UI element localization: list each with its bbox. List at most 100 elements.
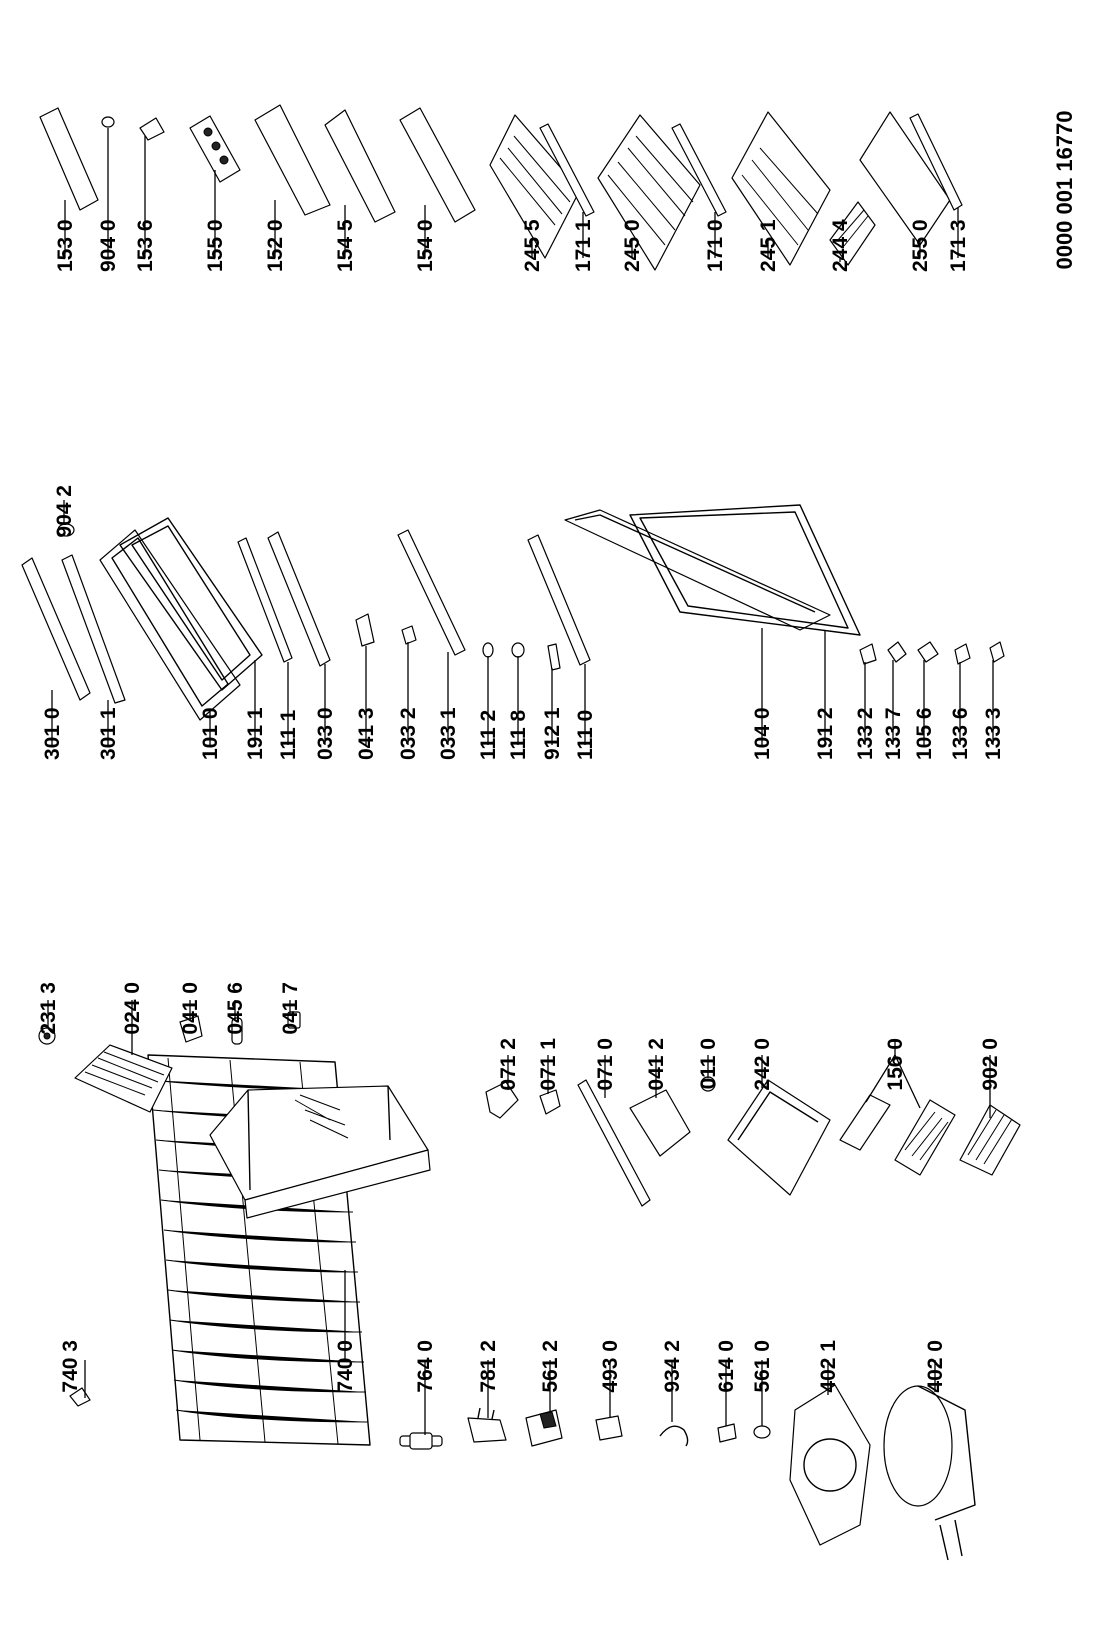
part-133-7-drawing <box>887 641 907 663</box>
part-label: 764 0 <box>414 1340 437 1393</box>
part-614-0-drawing <box>717 1423 737 1443</box>
strip-301-1-drawing <box>61 554 126 704</box>
part-133-6-drawing <box>954 643 971 665</box>
part-label: 071 2 <box>497 1038 520 1091</box>
cabinet-drawing <box>209 1085 431 1219</box>
trim-171-0-drawing <box>671 123 727 217</box>
leader-lines <box>47 128 994 1435</box>
evaporator-plate-drawing <box>74 1044 173 1113</box>
part-105-6-drawing <box>917 641 939 663</box>
door-shelf-154-0-drawing <box>399 107 476 223</box>
part-label: 171 0 <box>704 219 727 272</box>
drier-drawing <box>399 1432 443 1450</box>
part-label: 255 0 <box>909 219 932 272</box>
egg-tray-155-0-drawing <box>189 115 241 183</box>
part-label: 154 5 <box>334 219 357 272</box>
part-904-0-drawing <box>101 116 115 128</box>
part-label: 242 0 <box>751 1038 774 1091</box>
pin-045-6-drawing <box>231 1017 243 1045</box>
shelf-244-4-drawing <box>829 201 876 266</box>
hinge-041-2-drawing <box>629 1089 691 1157</box>
part-label: 152 0 <box>264 219 287 272</box>
part-561-0-drawing <box>753 1425 771 1439</box>
base-plate-402-1-drawing <box>789 1384 871 1546</box>
fridge-door-104-0-drawing <box>564 509 831 631</box>
part-133-3-drawing <box>989 641 1005 663</box>
part-number-labels: 740 3 740 0 764 0 781 2 561 2 493 0 934 2 614 0… <box>37 219 1005 1392</box>
part-label: 041 0 <box>179 982 202 1035</box>
part-label: 024 0 <box>121 982 144 1035</box>
part-label: 902 0 <box>979 1038 1002 1091</box>
part-label: 171 3 <box>947 219 970 272</box>
part-label: 156 0 <box>884 1038 907 1091</box>
part-label: 912 1 <box>541 707 564 760</box>
grille-902-0-drawing <box>959 1104 1021 1176</box>
part-label: 740 0 <box>334 1340 357 1393</box>
part-label: 231 3 <box>37 982 60 1035</box>
flap-033-0-drawing <box>267 531 331 667</box>
compressor-402-0-drawing <box>883 1385 976 1561</box>
part-label: 111 1 <box>277 709 300 760</box>
part-label: 111 0 <box>574 710 597 760</box>
part-label: 493 0 <box>599 1340 622 1393</box>
bracket-041-0-drawing <box>179 1015 203 1043</box>
part-label: 245 0 <box>621 219 644 272</box>
part-133-2-drawing <box>859 643 877 665</box>
strip-301-0-drawing <box>21 557 91 701</box>
valve-781-2-drawing <box>467 1407 507 1443</box>
part-label: 133 3 <box>982 707 1005 760</box>
part-label: 041 2 <box>645 1038 668 1091</box>
part-label: 171 1 <box>572 219 595 272</box>
door-shelf-153-0-drawing <box>39 107 99 211</box>
bracket-071-2-drawing <box>485 1081 519 1119</box>
wire-shelf-245-0-drawing <box>597 114 701 271</box>
part-label: 155 0 <box>204 219 227 272</box>
part-label: 033 0 <box>314 707 337 760</box>
freezer-gasket-191-1-drawing <box>119 517 263 691</box>
strip-071-0-drawing <box>577 1079 651 1207</box>
part-label: 105 6 <box>913 707 936 760</box>
trim-171-1-drawing <box>539 123 595 217</box>
part-label: 934 2 <box>661 1340 684 1393</box>
part-label: 301 0 <box>41 707 64 760</box>
part-label: 301 1 <box>97 707 120 760</box>
part-label: 111 2 <box>477 710 500 760</box>
document-code: 0000 001 16770 <box>1052 110 1077 269</box>
part-041-7-drawing <box>287 1011 301 1029</box>
part-label: 402 0 <box>924 1340 947 1393</box>
part-label: 104 0 <box>751 707 774 760</box>
part-label: 191 2 <box>814 707 837 760</box>
part-label: 904 0 <box>97 219 120 272</box>
ice-tray-156-0-drawing <box>839 1094 956 1176</box>
door-shelf-154-5-drawing <box>324 109 396 223</box>
part-label: 561 0 <box>751 1340 774 1393</box>
hinge-041-3-drawing <box>355 613 375 647</box>
part-label: 153 0 <box>54 219 77 272</box>
part-label: 245 1 <box>757 219 780 272</box>
strip-033-1-drawing <box>397 529 466 656</box>
part-label: 133 7 <box>882 707 905 760</box>
part-label: 740 3 <box>59 1340 82 1393</box>
part-153-6-drawing <box>139 117 165 141</box>
part-label: 781 2 <box>477 1340 500 1393</box>
part-label: 071 1 <box>537 1038 560 1091</box>
part-033-2-drawing <box>401 625 417 645</box>
handle-111-1-drawing <box>237 537 293 663</box>
pin-912-1-drawing <box>547 643 561 671</box>
part-label: 402 1 <box>817 1340 840 1393</box>
block-493-0-drawing <box>595 1415 623 1441</box>
part-111-2-drawing <box>482 642 494 658</box>
part-111-8-drawing <box>511 642 525 658</box>
part-label: 041 3 <box>355 707 378 760</box>
part-label: 154 0 <box>414 219 437 272</box>
strip-111-0-drawing <box>527 534 591 666</box>
wire-934-2-drawing <box>659 1425 689 1447</box>
part-label: 045 6 <box>224 982 247 1035</box>
part-label: 614 0 <box>715 1340 738 1393</box>
part-label: 244 4 <box>829 219 852 272</box>
part-label: 561 2 <box>539 1340 562 1393</box>
cap-904-2-drawing <box>57 523 75 537</box>
crisper-drawer-242-0-drawing <box>727 1079 831 1196</box>
part-label: 071 0 <box>594 1038 617 1091</box>
